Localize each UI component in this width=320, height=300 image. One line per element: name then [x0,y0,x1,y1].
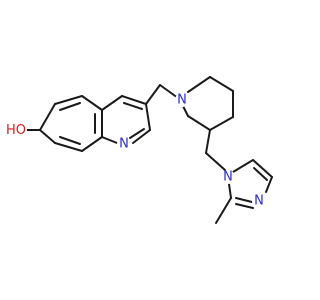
hydroxyl-oxygen-atom: HO [6,123,27,138]
nitrogen-label: N [177,93,187,108]
bond [187,115,211,131]
bond [81,136,103,152]
bond [205,129,211,154]
bond [253,167,268,181]
nitrogen-label: N [254,194,264,209]
bond [215,197,232,224]
quinoline-nitrogen-atom: N [117,137,131,152]
oxygen-label: O [16,123,26,138]
bond [129,128,145,139]
bond [228,183,232,199]
imidazole-n3-atom: N [252,194,266,209]
bond [232,159,254,173]
svg-text:HO: HO [6,123,26,138]
bond [252,159,273,178]
bond [205,152,226,171]
bond [39,103,56,131]
bond [265,176,273,193]
bond [123,102,143,110]
bond [54,95,83,105]
bond [187,76,211,93]
nitrogen-label: N [119,137,129,152]
bonds [25,76,273,224]
hydrogen-label: H [6,123,16,138]
bond [145,84,161,105]
molecule-structure-diagram: HO N N N N [6,76,273,224]
bond [54,142,83,152]
bond [235,203,254,209]
atom-labels: HO N N N N [6,93,266,209]
bond [209,76,234,92]
bond [145,103,151,131]
bond [159,84,179,99]
bond [235,197,253,203]
bond [182,105,189,117]
bond [59,136,81,145]
bond [59,102,81,111]
bond [209,116,234,131]
imidazole-n1-atom: N [221,170,235,185]
piperidine-nitrogen-atom: N [175,93,189,108]
bond [101,95,123,111]
bond [101,136,118,144]
bond [132,129,151,144]
nitrogen-label: N [223,170,233,185]
bond [81,95,103,111]
bond [121,95,147,105]
bond [39,129,56,144]
